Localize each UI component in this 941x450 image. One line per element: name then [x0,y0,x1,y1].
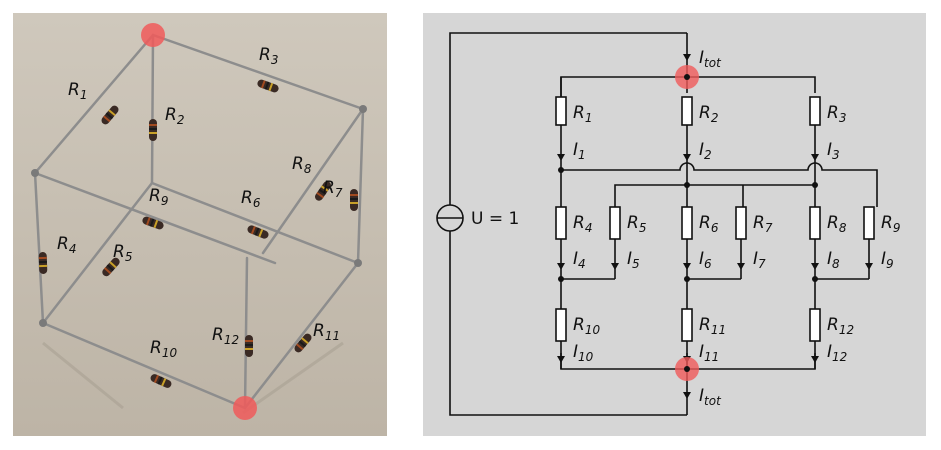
photo-label-R12: R12 [212,325,239,347]
bottom-node-highlight [233,396,257,420]
schem-label-I3: I3 [827,140,840,162]
schem-arrow-I9 [865,263,873,270]
itot-label-bottom: Itot [699,386,722,408]
schem-label-I12: I12 [827,342,847,364]
photo-resistor-9 [142,216,164,230]
schem-arrow-I5 [611,263,619,270]
schem-label-I6: I6 [699,249,712,271]
schem-arrow-I8 [811,263,819,270]
schem-label-R3: R3 [827,103,846,125]
photo-resistor-7 [350,189,358,211]
schem-label-R4: R4 [573,213,592,235]
photo-label-R2: R2 [165,105,184,127]
schem-arrow-I3 [811,154,819,161]
schem-label-I2: I2 [699,140,712,162]
schem-resistor-R9 [863,206,875,240]
schem-label-I5: I5 [627,249,640,271]
schem-resistor-R4 [555,206,567,240]
photo-label-R7: R7 [323,178,343,200]
photo-resistor-12 [245,335,253,357]
photo-label-R11: R11 [313,321,340,343]
schem-label-I4: I4 [573,249,586,271]
schem-arrow-I12 [811,356,819,363]
itot-arrow-bottom [683,392,691,399]
schem-label-R7: R7 [753,213,773,235]
schem-label-I10: I10 [573,342,594,364]
schem-resistor-R11 [681,308,693,342]
schem-label-R5: R5 [627,213,646,235]
schem-resistor-R3 [809,96,821,126]
photo-label-R1: R1 [68,80,87,102]
schem-label-R1: R1 [573,103,592,125]
photo-label-R5: R5 [113,242,132,264]
schem-resistor-R5 [609,206,621,240]
schem-resistor-R7 [735,206,747,240]
source-label: U = 1 [471,209,519,229]
photo-label-R4: R4 [57,234,76,256]
schem-label-R2: R2 [699,103,718,125]
photo-label-R3: R3 [259,45,278,67]
photo-resistor-8 [314,181,332,201]
photo-resistor-11 [294,333,312,353]
schem-label-I9: I9 [881,249,894,271]
schem-arrow-I4 [557,263,565,270]
photo-resistor-6 [247,225,269,239]
schem-arrow-I2 [683,154,691,161]
schem-resistor-R2 [681,96,693,126]
schem-arrow-I6 [683,263,691,270]
schem-resistor-R12 [809,308,821,342]
schem-label-R8: R8 [827,213,847,235]
photo-resistor-4 [38,252,48,274]
schem-label-R12: R12 [827,315,854,337]
photo-label-R6: R6 [241,188,261,210]
schem-label-I11: I11 [699,342,719,364]
schem-arrow-I10 [557,356,565,363]
photo-resistor-5 [102,257,120,277]
top-node-highlight [141,23,165,47]
schem-label-R6: R6 [699,213,719,235]
photo-resistor-2 [149,119,157,141]
schem-label-R10: R10 [573,315,600,337]
schem-label-R11: R11 [699,315,726,337]
photo-resistor-10 [150,374,172,388]
schem-resistor-R8 [809,206,821,240]
schem-arrow-I7 [737,263,745,270]
itot-arrow-top [683,54,691,61]
schem-label-I7: I7 [753,249,766,271]
photo-label-R9: R9 [149,186,168,208]
voltage-source-symbol [436,204,464,232]
photo-label-R8: R8 [292,154,312,176]
photo-label-R10: R10 [150,338,177,360]
photo-resistor-1 [101,105,119,125]
schem-arrow-I1 [557,154,565,161]
schem-label-I1: I1 [573,140,586,162]
schem-resistor-R10 [555,308,567,342]
schem-resistor-R1 [555,96,567,126]
photo-resistor-3 [257,79,279,93]
schem-label-I8: I8 [827,249,840,271]
schem-label-R9: R9 [881,213,900,235]
itot-label-top: Itot [699,48,722,70]
schem-resistor-R6 [681,206,693,240]
